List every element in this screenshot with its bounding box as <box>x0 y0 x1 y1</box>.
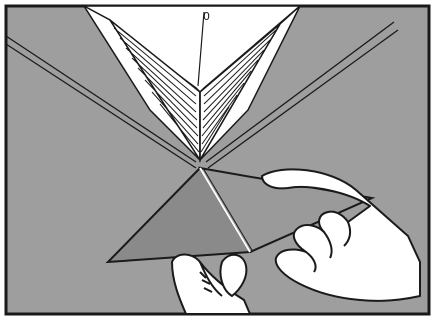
ceiling-mark: 0 <box>203 10 210 23</box>
